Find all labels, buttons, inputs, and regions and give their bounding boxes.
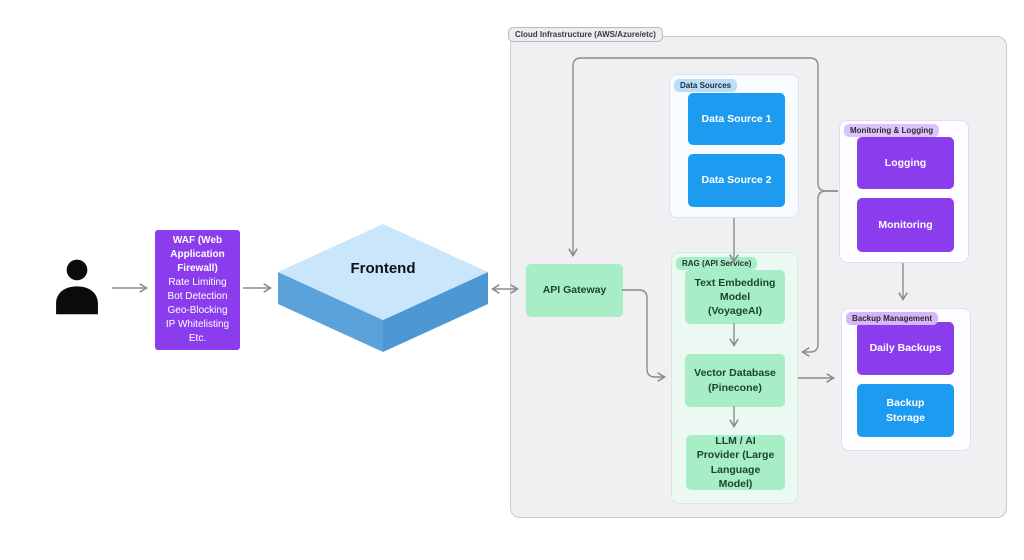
frontend-node: Frontend: [276, 220, 490, 360]
monitoring-logging-group: Monitoring & Logging Logging Monitoring: [839, 120, 969, 263]
user-icon: [56, 259, 98, 315]
waf-feature: Geo-Blocking: [167, 305, 228, 316]
llm-provider-node: LLM / AI Provider (Large Language Model): [686, 435, 785, 490]
api-gateway-node: API Gateway: [526, 264, 623, 317]
cloud-infrastructure-label: Cloud Infrastructure (AWS/Azure/etc): [508, 27, 663, 42]
data-source-2-node: Data Source 2: [688, 154, 785, 207]
vector-database-node: Vector Database (Pinecone): [685, 354, 785, 407]
logging-node: Logging: [857, 137, 954, 189]
rag-api-service-group: RAG (API Service) Text Embedding Model (…: [671, 252, 798, 504]
backup-storage-node: Backup Storage: [857, 384, 954, 437]
waf-feature: Bot Detection: [167, 291, 228, 302]
waf-title: WAF (Web Application Firewall): [170, 235, 225, 274]
waf-feature: IP Whitelisting: [165, 319, 230, 330]
data-sources-group: Data Sources Data Source 1 Data Source 2: [669, 74, 799, 218]
monitoring-logging-group-label: Monitoring & Logging: [844, 124, 940, 137]
waf-feature: Rate Limiting: [168, 277, 227, 288]
waf-feature: Etc.: [188, 333, 207, 344]
cloud-infrastructure-container: Cloud Infrastructure (AWS/Azure/etc) API…: [508, 27, 1007, 518]
backup-management-group-label: Backup Management: [846, 312, 939, 325]
data-sources-group-label: Data Sources: [674, 79, 738, 92]
frontend-slab-shape: [278, 224, 488, 352]
daily-backups-node: Daily Backups: [857, 322, 954, 375]
waf-node: WAF (Web Application Firewall) Rate Limi…: [155, 230, 240, 350]
backup-management-group: Backup Management Daily Backups Backup S…: [841, 308, 971, 451]
rag-group-label: RAG (API Service): [676, 257, 758, 270]
frontend-label: Frontend: [350, 260, 416, 277]
data-source-1-node: Data Source 1: [688, 93, 785, 145]
monitoring-node: Monitoring: [857, 198, 954, 252]
text-embedding-model-node: Text Embedding Model (VoyageAI): [685, 270, 785, 324]
